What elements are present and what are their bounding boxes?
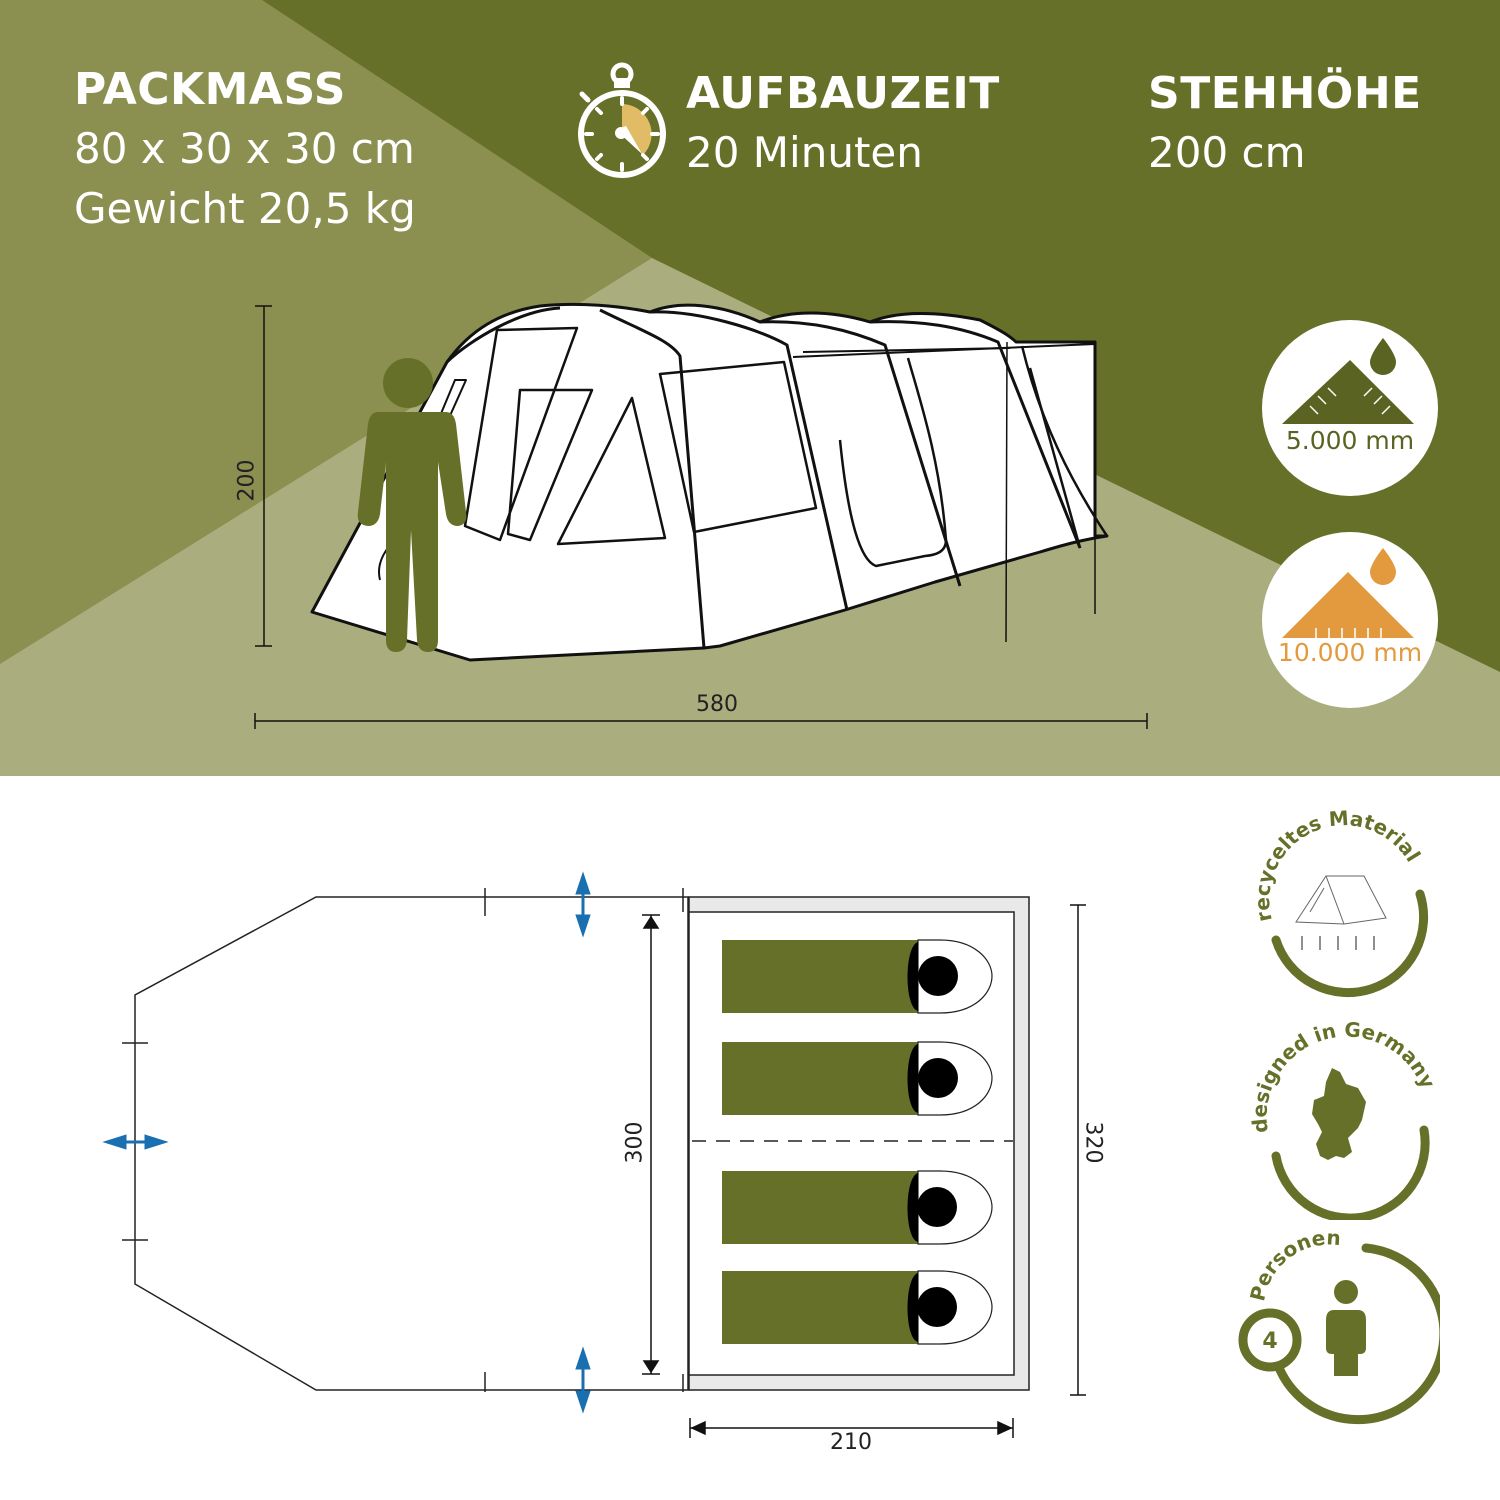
- packmass-title: PACKMASS: [74, 64, 346, 115]
- persons-label: Personen: [1245, 1230, 1341, 1303]
- outer-height-dimension: [1070, 904, 1086, 1396]
- germany-map-icon: [1312, 1068, 1366, 1160]
- spec-packmass: PACKMASS 80 x 30 x 30 cm Gewicht 20,5 kg: [74, 68, 416, 230]
- sleeping-bag-2: [722, 1041, 993, 1116]
- height-dimension-line: [255, 305, 272, 647]
- sleeping-bag-3: [722, 1170, 993, 1245]
- length-dimension-line: [254, 713, 1148, 729]
- length-label: 580: [696, 692, 738, 717]
- sleeping-bag-4: [722, 1270, 993, 1345]
- cabin-height-label: 300: [622, 1121, 648, 1164]
- door-arrows: [102, 871, 591, 1414]
- packmass-weight: Gewicht 20,5 kg: [74, 184, 416, 233]
- spec-stehhoehe: STEHHÖHE 200 cm: [1148, 72, 1422, 174]
- awning-outline: [134, 896, 689, 1391]
- cabin-width-dimension: [689, 1418, 1014, 1438]
- badge-water-column-5000: 5.000 mm: [1262, 320, 1438, 496]
- aufbauzeit-title: AUFBAUZEIT: [686, 68, 1000, 119]
- badge-recycled-material: recyceltes Material: [1250, 810, 1429, 998]
- svg-text:Personen: Personen: [1245, 1230, 1341, 1303]
- person-silhouette-icon: [357, 358, 467, 652]
- sleeping-bag-1: [722, 939, 993, 1014]
- badge-water-column-10000: 10.000 mm: [1262, 532, 1438, 708]
- persons-count: 4: [1262, 1329, 1277, 1354]
- spec-aufbauzeit: AUFBAUZEIT 20 Minuten: [686, 72, 1000, 174]
- person-icon: [1326, 1280, 1366, 1376]
- tent-side-view: [254, 302, 1148, 729]
- floor-plan: [102, 871, 1086, 1438]
- outer-height-label: 320: [1080, 1121, 1106, 1164]
- cabin-height-dimension: [642, 914, 660, 1375]
- badge-persons: Personen 4: [1238, 1230, 1440, 1425]
- badge-5000-label: 5.000 mm: [1285, 426, 1415, 455]
- stehhoehe-value: 200 cm: [1148, 128, 1306, 177]
- cabin-width-label: 210: [830, 1430, 872, 1455]
- badge-10000-label: 10.000 mm: [1277, 638, 1423, 667]
- floor-water-pressure-icon: [1282, 548, 1414, 638]
- packmass-dimensions: 80 x 30 x 30 cm: [74, 124, 415, 173]
- stehhoehe-title: STEHHÖHE: [1148, 68, 1422, 119]
- stopwatch-icon: [578, 62, 666, 178]
- aufbauzeit-value: 20 Minuten: [686, 128, 923, 177]
- sleeping-bags: [722, 939, 993, 1345]
- height-label: 200: [234, 459, 260, 502]
- tent-rain-pressure-icon: [1282, 338, 1414, 424]
- top-banner: PACKMASS 80 x 30 x 30 cm Gewicht 20,5 kg…: [0, 0, 1500, 776]
- badge-designed-in-germany: designed in Germany: [1247, 1020, 1440, 1220]
- recycled-tent-icon: [1295, 875, 1387, 925]
